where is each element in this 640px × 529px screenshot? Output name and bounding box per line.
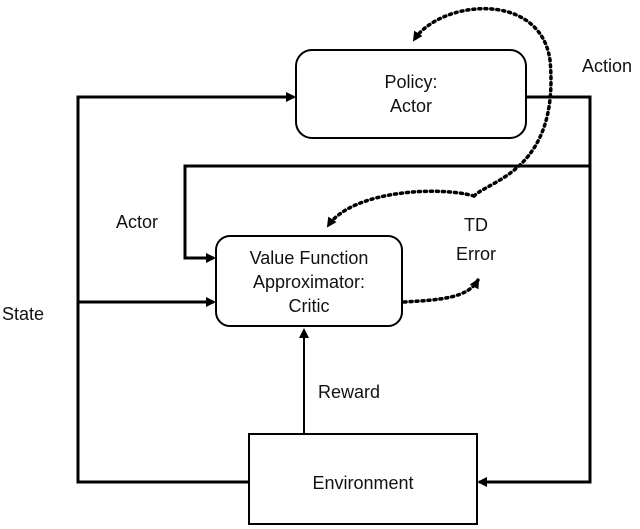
critic-label-line3: Critic: [289, 296, 330, 316]
state-loop-line: [76, 92, 296, 484]
state-label: State: [2, 304, 44, 324]
policy-label-line1: Policy:: [384, 72, 437, 92]
critic-label-line2: Approximator:: [253, 272, 365, 292]
policy-label-line2: Actor: [390, 96, 432, 116]
action-label: Action: [582, 56, 632, 76]
environment-label: Environment: [312, 473, 413, 493]
actor-to-critic-arrow: [183, 164, 590, 263]
critic-label-line1: Value Function: [250, 248, 369, 268]
td-error-to-policy-arrow: [412, 6, 553, 198]
critic-box: [215, 235, 403, 327]
td-error-to-critic-arrow: [326, 189, 476, 228]
action-to-environment-arrow: [477, 95, 592, 487]
policy-actor-box: [295, 49, 527, 139]
critic-to-td-error-arrow: [402, 278, 480, 304]
td-error-label-line2: Error: [456, 244, 496, 264]
actor-label: Actor: [116, 212, 158, 232]
td-error-label-line1: TD: [464, 215, 488, 235]
environment-box: [248, 433, 478, 525]
reward-label: Reward: [318, 382, 380, 402]
